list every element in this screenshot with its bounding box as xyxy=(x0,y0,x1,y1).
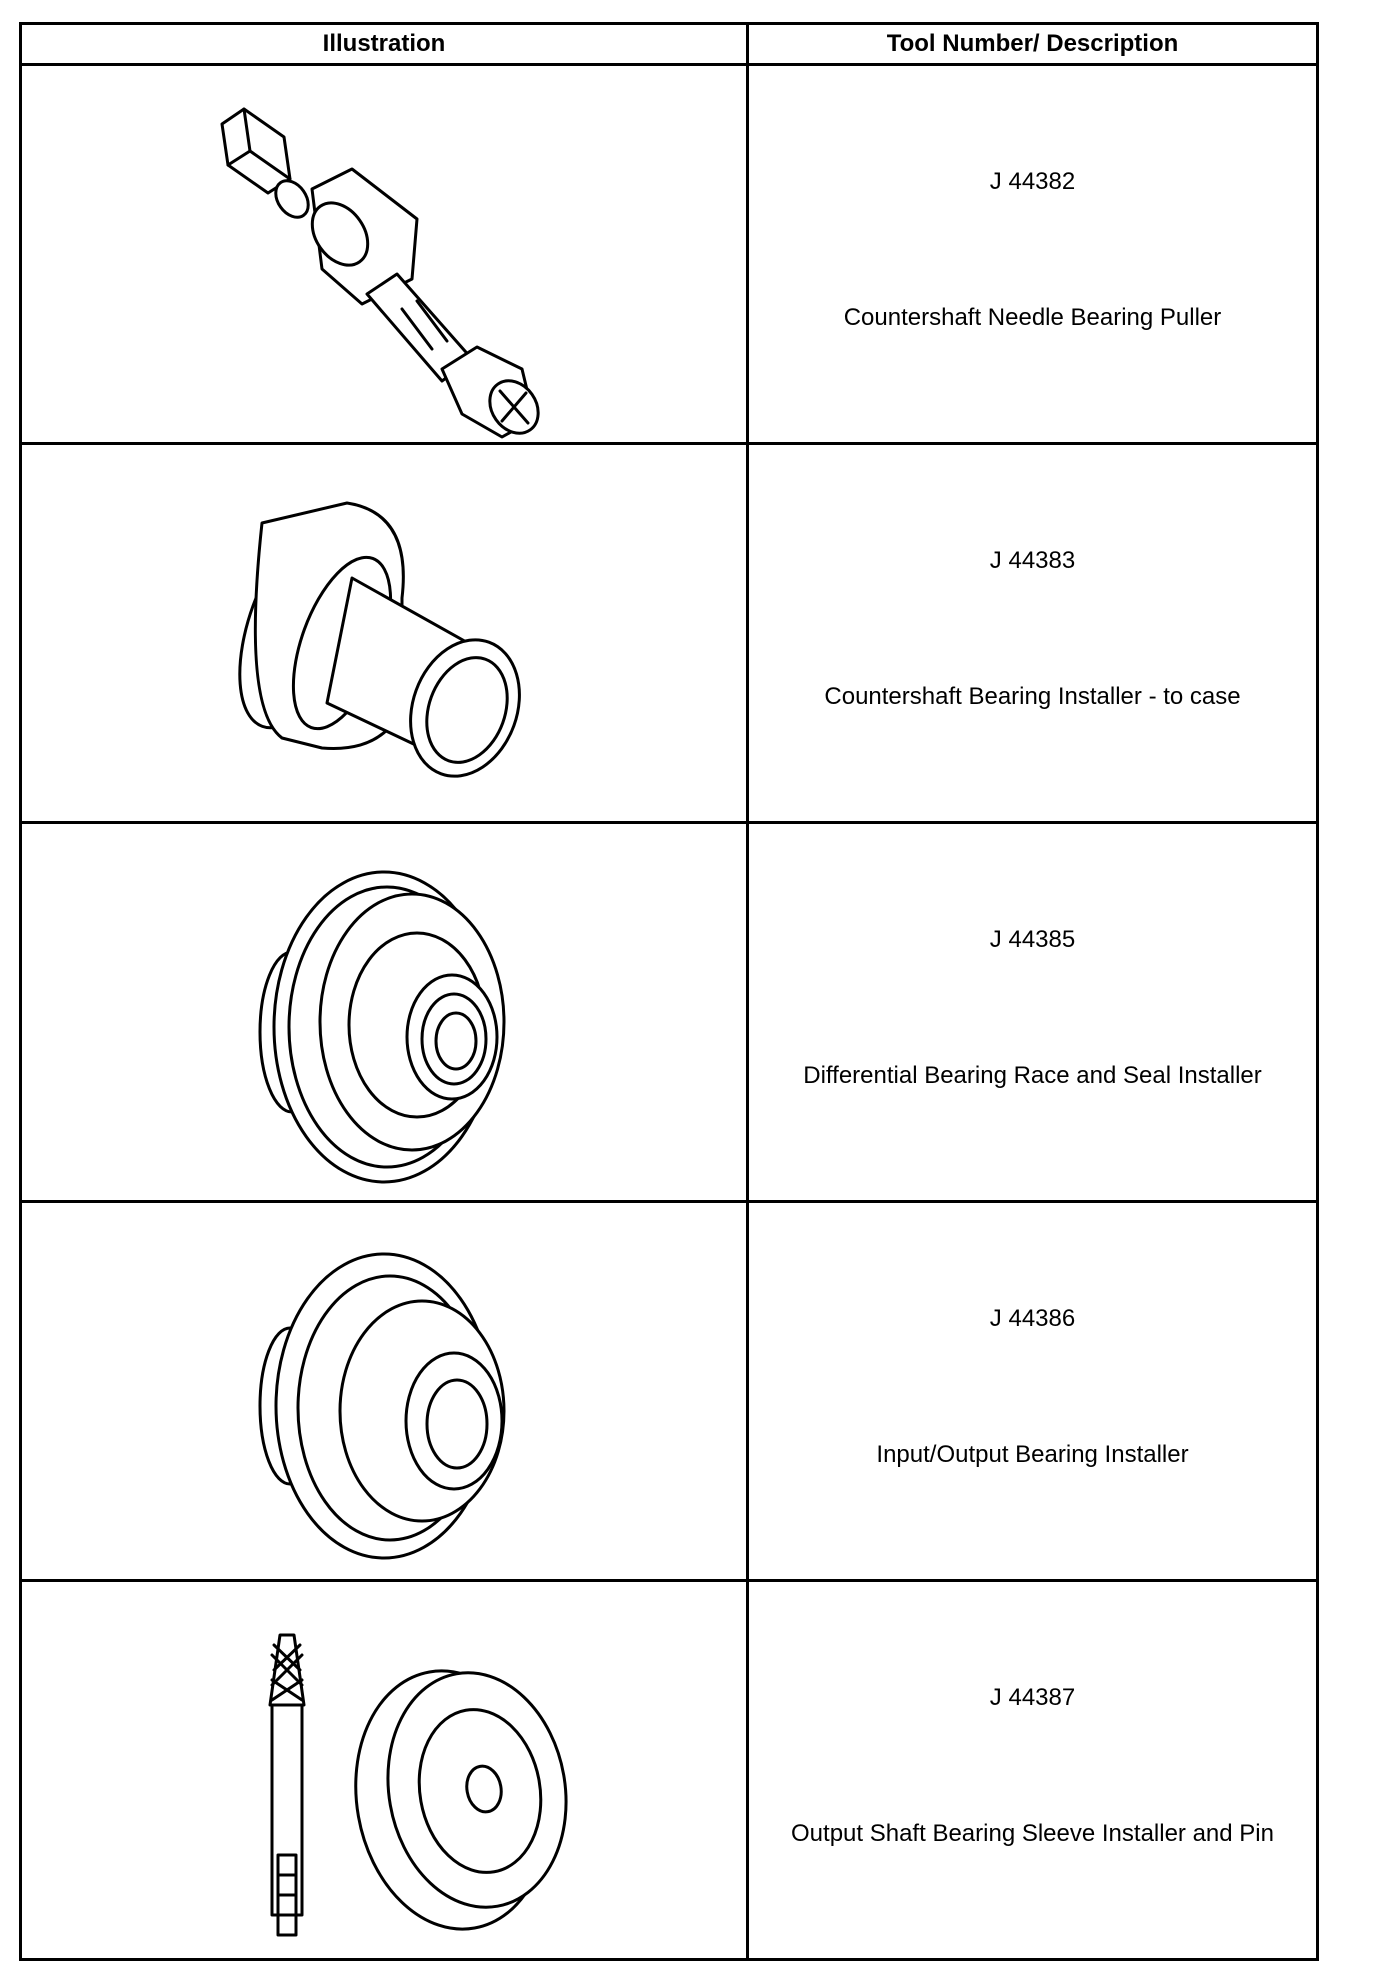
header-row: Illustration Tool Number/ Description xyxy=(19,22,1319,66)
tool-description: Countershaft Needle Bearing Puller xyxy=(843,304,1222,331)
tool-number: J 44387 xyxy=(989,1684,1076,1711)
table-row: J 44387 Output Shaft Bearing Sleeve Inst… xyxy=(19,1579,1319,1961)
description-cell: J 44383 Countershaft Bearing Installer -… xyxy=(746,442,1319,824)
tool-description: Differential Bearing Race and Seal Insta… xyxy=(803,1062,1262,1089)
tool-description: Countershaft Bearing Installer - to case xyxy=(824,683,1241,710)
description-cell: J 44382 Countershaft Needle Bearing Pull… xyxy=(746,63,1319,445)
input-output-installer-icon xyxy=(258,1252,506,1560)
sleeve-installer-pin-icon xyxy=(268,1633,568,1937)
tool-number: J 44382 xyxy=(989,168,1076,195)
header-tool-description: Tool Number/ Description xyxy=(746,22,1319,66)
tool-description: Output Shaft Bearing Sleeve Installer an… xyxy=(791,1820,1274,1847)
race-seal-installer-icon xyxy=(258,870,506,1184)
description-cell: J 44387 Output Shaft Bearing Sleeve Inst… xyxy=(746,1579,1319,1961)
bearing-puller-icon xyxy=(220,107,540,439)
illustration-cell xyxy=(19,1200,749,1582)
description-cell: J 44386 Input/Output Bearing Installer xyxy=(746,1200,1319,1582)
description-cell: J 44385 Differential Bearing Race and Se… xyxy=(746,821,1319,1203)
tool-number: J 44385 xyxy=(989,926,1076,953)
table-row: J 44383 Countershaft Bearing Installer -… xyxy=(19,442,1319,824)
tool-description: Input/Output Bearing Installer xyxy=(876,1441,1189,1468)
tool-table: Illustration Tool Number/ Description xyxy=(19,22,1319,1961)
bearing-installer-icon xyxy=(238,501,521,778)
header-illustration: Illustration xyxy=(19,22,749,66)
illustration-cell xyxy=(19,821,749,1203)
illustration-cell xyxy=(19,63,749,445)
table-row: J 44386 Input/Output Bearing Installer xyxy=(19,1200,1319,1582)
tool-number: J 44383 xyxy=(989,547,1076,574)
table-row: J 44382 Countershaft Needle Bearing Pull… xyxy=(19,63,1319,445)
illustration-cell xyxy=(19,442,749,824)
tool-number: J 44386 xyxy=(989,1305,1076,1332)
table-row: J 44385 Differential Bearing Race and Se… xyxy=(19,821,1319,1203)
illustration-cell xyxy=(19,1579,749,1961)
